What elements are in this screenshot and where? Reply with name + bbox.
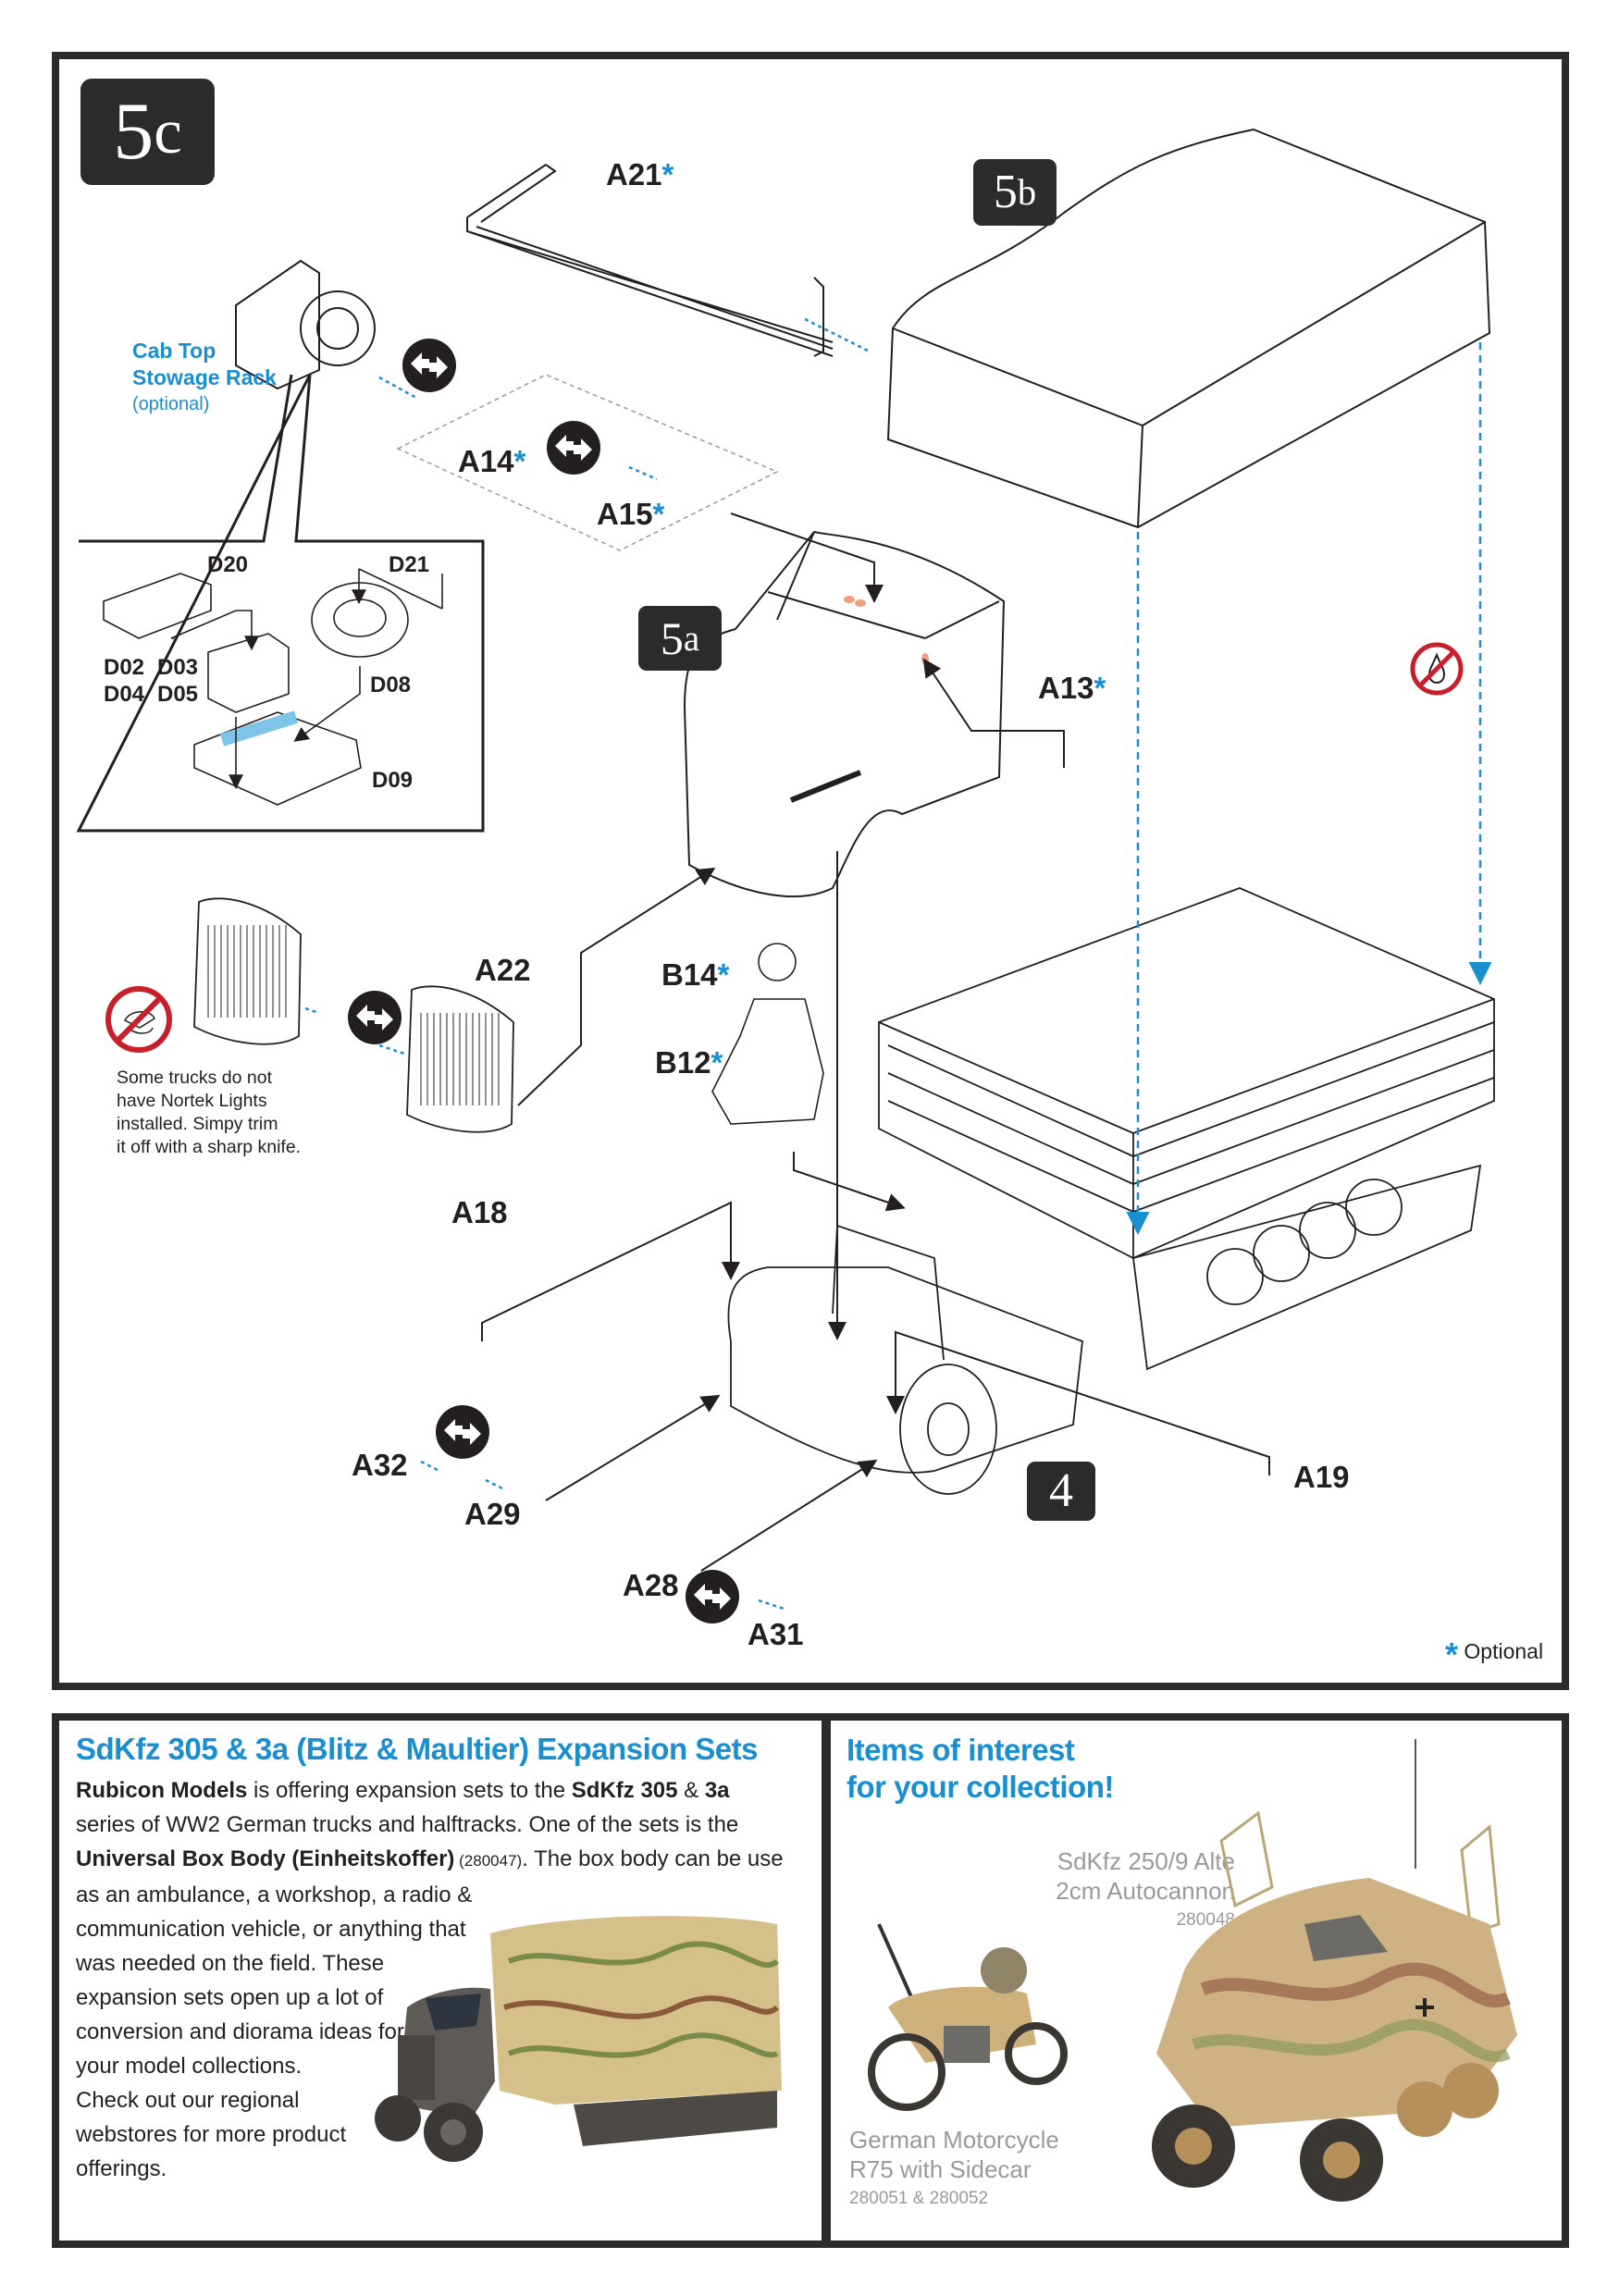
items-of-interest-title: Items of interest for your collection! — [847, 1733, 1114, 1804]
part-label-a19: A19 — [1293, 1460, 1350, 1494]
crew-figure-drawing — [711, 943, 824, 1125]
part-label-d03: D03 — [157, 655, 199, 680]
part-label-b14: B14* — [661, 957, 730, 992]
nortek-lights-note: Some trucks do not have Nortek Lights in… — [117, 1068, 302, 1157]
part-a21-drawing — [466, 164, 834, 357]
part-label-b12: B12* — [655, 1045, 723, 1080]
alternative-choice-icon — [686, 1570, 739, 1623]
part-label-a15: A15* — [597, 497, 665, 531]
part-label-a14: A14* — [458, 444, 526, 478]
r75-motorcycle-image — [868, 1923, 1068, 2111]
cab-drawing — [683, 530, 1006, 898]
sdkfz-250-9-image — [1152, 1739, 1517, 2202]
prohibited-light-icon — [105, 986, 172, 1053]
part-label-d04: D04 — [104, 682, 145, 707]
rack-detail-inset — [76, 374, 485, 833]
optional-parts-region — [396, 374, 779, 551]
alternative-choice-icon — [348, 991, 402, 1044]
rack-detail-parts — [103, 568, 443, 806]
part-label-a28: A28 — [623, 1568, 679, 1602]
stowage-rack-label: Cab Top Stowage Rack (optional) — [132, 339, 277, 414]
part-label-d05: D05 — [157, 682, 199, 707]
product-caption-sdkfz-250-9: SdKfz 250/9 Alte 2cm Autocannon 280048 — [1056, 1847, 1235, 1930]
instruction-step-panel — [52, 52, 1569, 1690]
alternative-choice-icon — [436, 1405, 489, 1459]
product-caption-r75-motorcycle: German Motorcycle R75 with Sidecar 28005… — [849, 2126, 1059, 2208]
step-badge-4: 4 — [1027, 1462, 1095, 1521]
part-label-a13: A13* — [1038, 671, 1106, 705]
expansion-sets-title: SdKfz 305 & 3a (Blitz & Maultier) Expans… — [76, 1732, 759, 1766]
part-label-d21: D21 — [389, 552, 430, 577]
part-label-d20: D20 — [207, 552, 249, 577]
tarp-drawing — [886, 128, 1491, 529]
alternative-choice-icon — [402, 339, 456, 392]
part-label-a21: A21* — [606, 157, 674, 191]
no-glue-icon — [1410, 642, 1464, 696]
part-label-a29: A29 — [464, 1497, 521, 1531]
part-label-d08: D08 — [370, 673, 412, 697]
assembly-line-art — [76, 128, 1495, 1611]
part-label-d09: D09 — [372, 768, 414, 793]
expansion-sets-description: Rubicon Models is offering expansion set… — [76, 1778, 784, 2181]
part-label-a32: A32 — [352, 1448, 408, 1482]
box-body-truck-image — [375, 1916, 782, 2162]
part-label-d02: D02 — [104, 655, 145, 680]
part-label-a31: A31 — [748, 1617, 804, 1651]
stowage-rack-drawing — [235, 259, 376, 390]
halftrack-chassis-drawing — [727, 887, 1495, 1495]
radiator-grille-drawing — [193, 897, 514, 1133]
part-label-a22: A22 — [475, 953, 531, 987]
alternative-choice-icon — [547, 421, 600, 475]
part-label-a18: A18 — [451, 1195, 508, 1229]
optional-legend: * Optional — [1445, 1636, 1544, 1673]
